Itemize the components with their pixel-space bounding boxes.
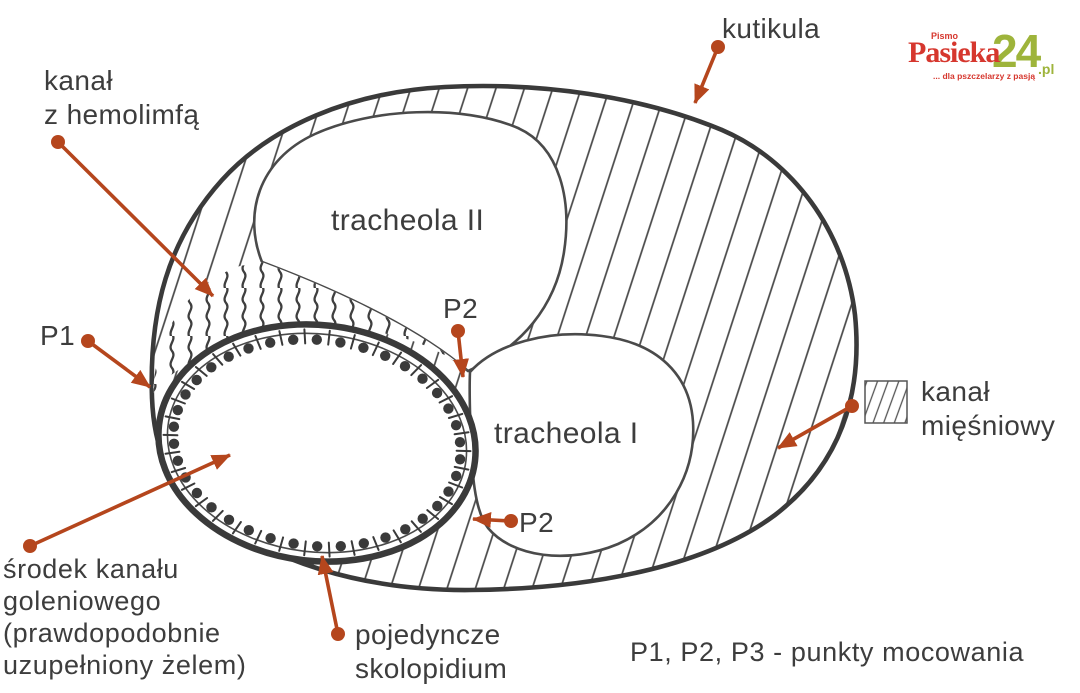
arrow-p2-side [472, 511, 518, 528]
label-tracheola-2: tracheola II [331, 204, 485, 237]
label-muscle-line2: mięśniowy [921, 410, 1056, 441]
label-scolopidium-line1: pojedyncze [355, 619, 501, 650]
scolopidia-dots [162, 328, 472, 558]
label-attachment-note: P1, P2, P3 - punkty mocowania [630, 637, 1025, 667]
label-hemolymph-line2: z hemolimfą [44, 99, 200, 130]
label-tibial-line1: środek kanału [3, 554, 179, 584]
label-cuticle: kutikula [722, 13, 821, 44]
arrow-tibial-center [23, 453, 231, 553]
label-scolopidium-line2: skolopidium [355, 653, 508, 684]
legend-swatch [864, 380, 908, 424]
arrow-muscle-canal [777, 399, 859, 450]
label-hemolymph-canal: kanał z hemolimfą [44, 64, 199, 132]
arrow-p2-top [451, 324, 470, 378]
label-tracheola-1: tracheola I [494, 417, 639, 450]
label-muscle-canal: kanał mięśniowy [921, 375, 1055, 443]
arrow-cuticle [693, 40, 725, 104]
logo-number: 24 [992, 25, 1041, 77]
label-p2-top: P2 [443, 293, 479, 324]
arrow-hemolymph-canal [51, 135, 215, 298]
label-tibial-center: środek kanału goleniowego (prawdopodobni… [3, 553, 246, 681]
label-tibial-line4: uzupełniony żelem) [3, 650, 247, 680]
label-tibial-line2: goleniowego [3, 586, 162, 616]
arrow-p1 [81, 334, 152, 389]
arrow-scolopidium [317, 555, 345, 641]
tibial-canal-oval [155, 321, 479, 565]
logo-pismo: Pismo [931, 31, 959, 41]
logo-tagline: ... dla pszczelarzy z pasją [933, 71, 1036, 81]
logo-name: Pasieka [908, 36, 1000, 69]
label-muscle-line1: kanał [921, 376, 990, 407]
label-scolopidium: pojedyncze skolopidium [355, 618, 507, 686]
label-tibial-line3: (prawdopodobnie [3, 618, 221, 648]
label-p1: P1 [40, 320, 76, 351]
label-hemolymph-line1: kanał [44, 65, 113, 96]
logo-tld: .pl [1038, 61, 1055, 77]
annotation-arrows [23, 40, 859, 641]
pasieka24-logo: Pismo 24 Pasieka .pl ... dla pszczelarzy… [903, 25, 1063, 82]
label-p2-side: P2 [519, 507, 555, 538]
